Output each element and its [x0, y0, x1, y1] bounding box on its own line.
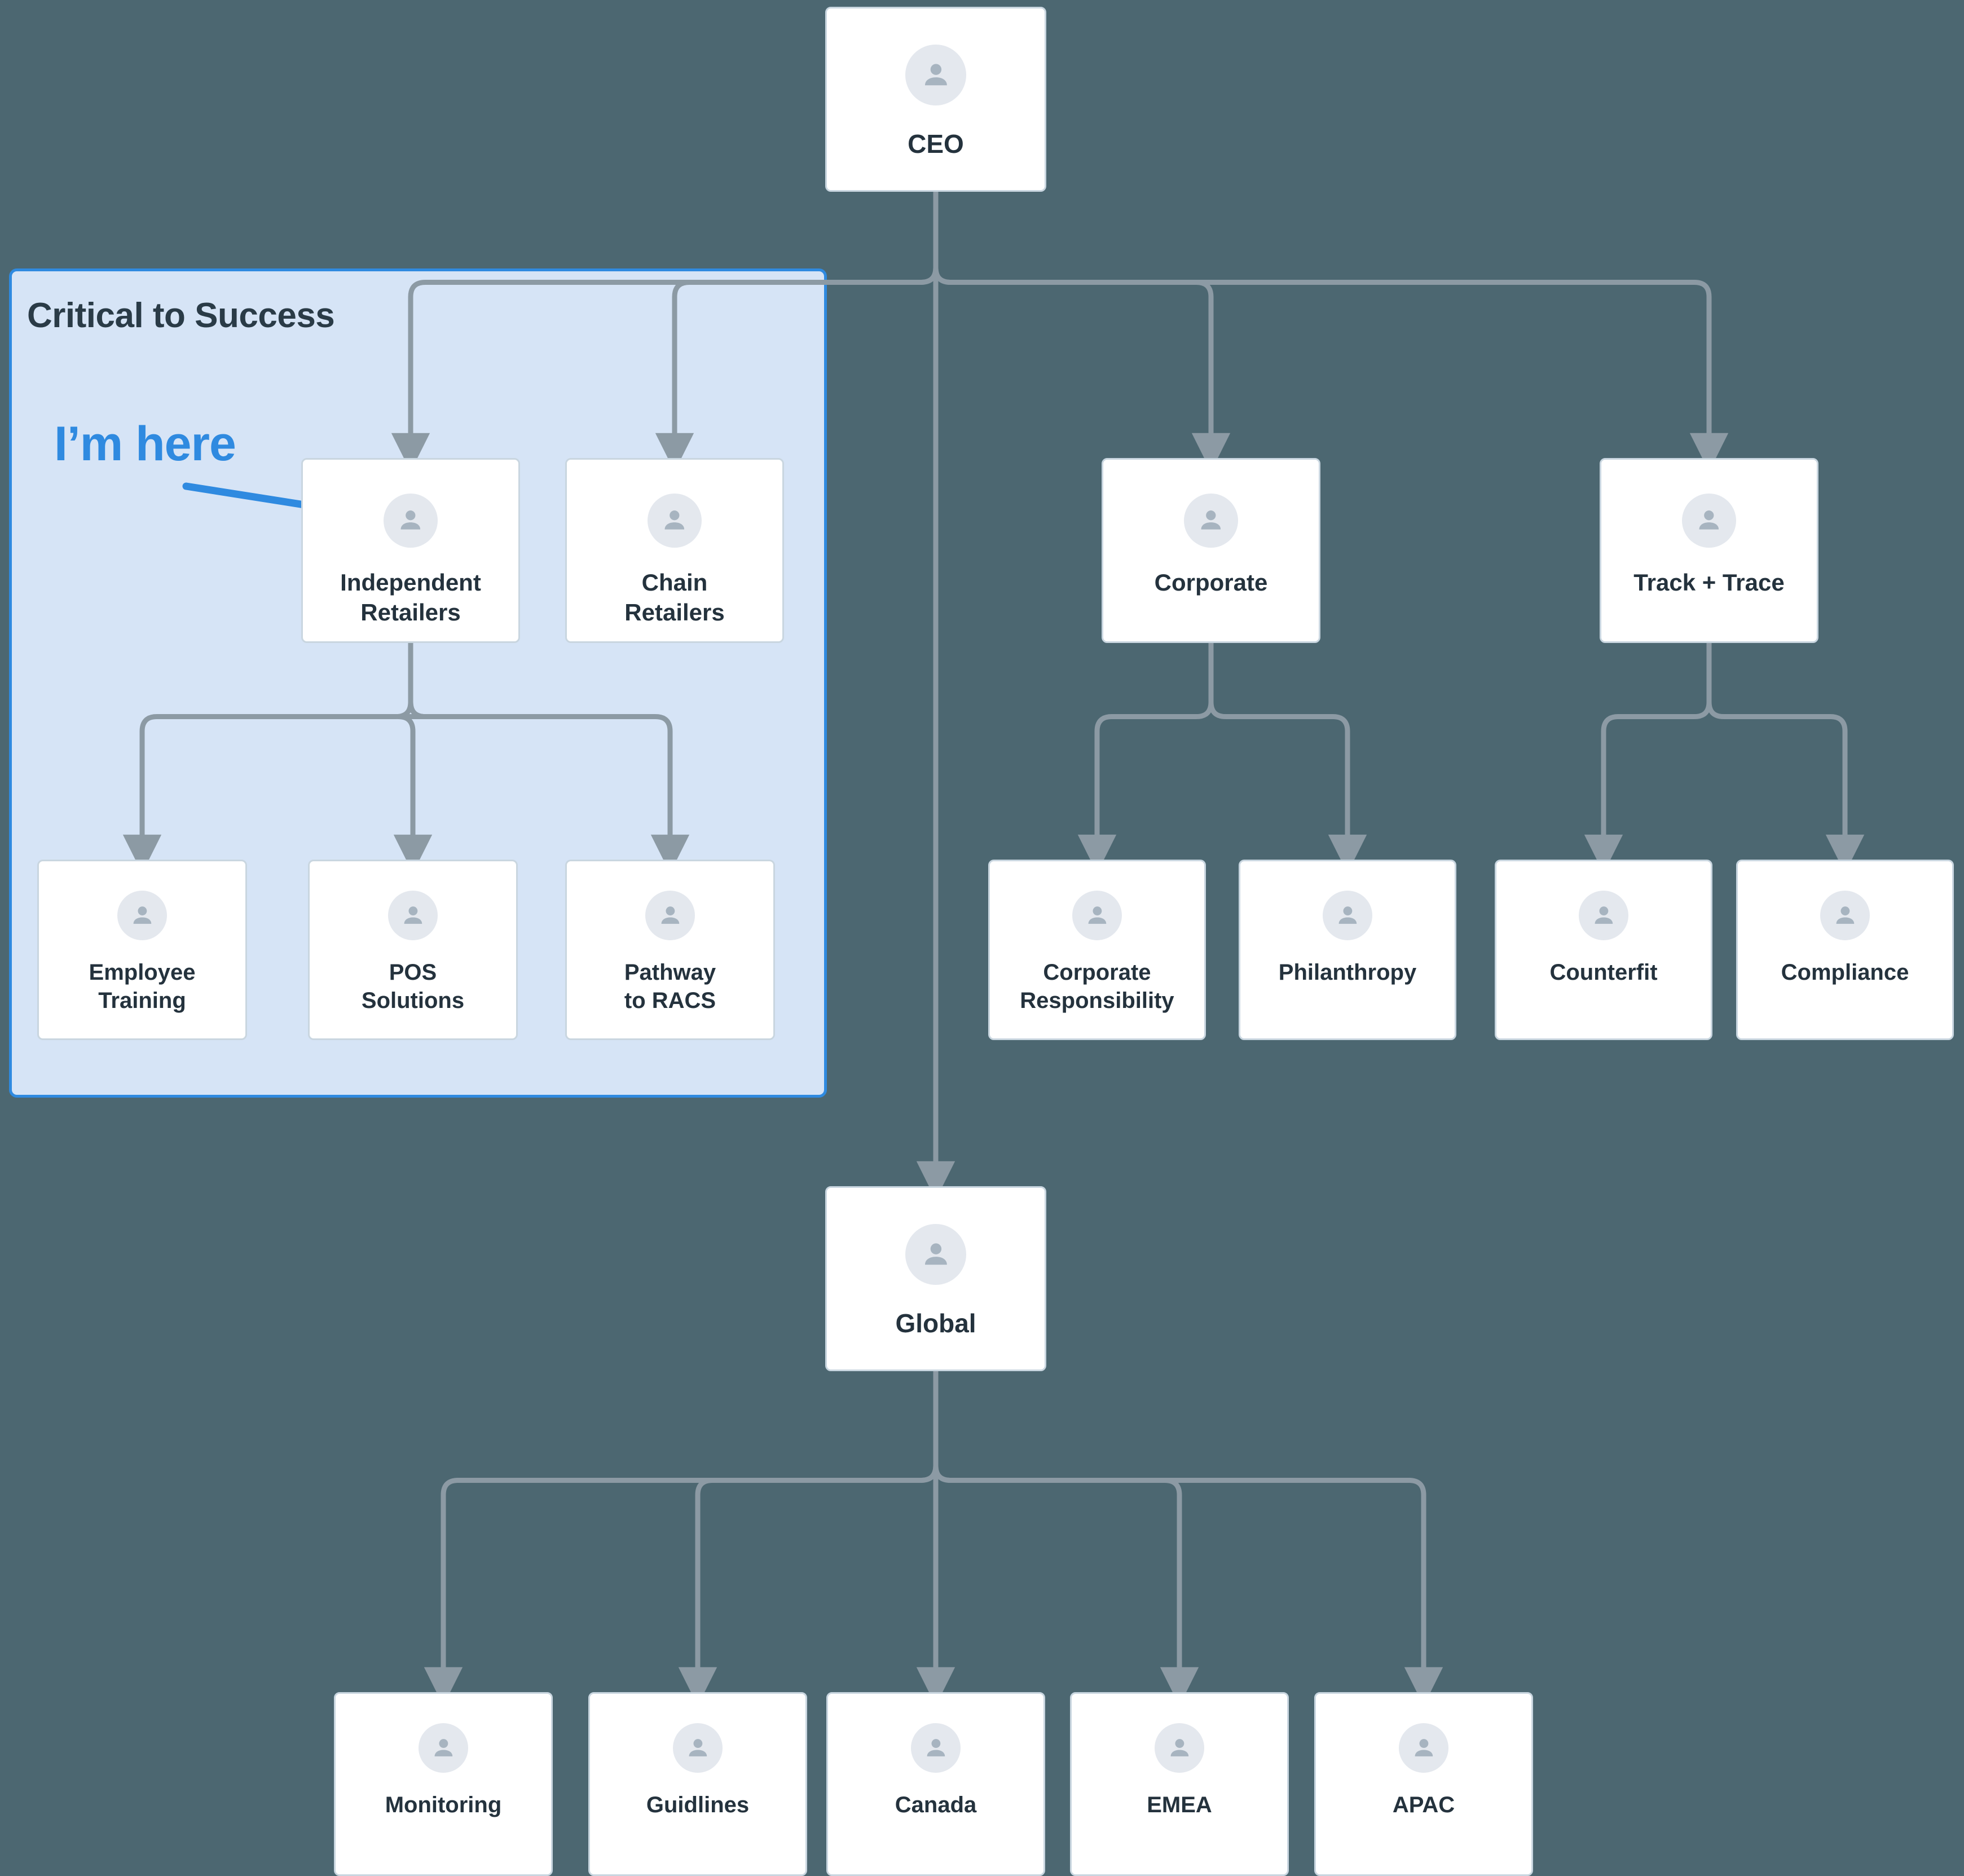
person-avatar-icon — [419, 1723, 468, 1773]
org-node-monitoring[interactable]: Monitoring — [334, 1692, 553, 1876]
connector-global-to-guidlines — [678, 1368, 939, 1706]
person-avatar-icon — [1155, 1723, 1204, 1773]
org-node-canada[interactable]: Canada — [826, 1692, 1045, 1876]
org-node-corporate-responsibility[interactable]: Corporate Responsibility — [988, 860, 1206, 1040]
org-node-label: Philanthropy — [1278, 960, 1417, 985]
org-node-label: Corporate — [1154, 569, 1268, 596]
person-avatar-icon — [117, 891, 167, 940]
person-avatar-icon — [905, 45, 966, 105]
org-node-emea[interactable]: EMEA — [1070, 1692, 1289, 1876]
org-node-label: Employee Training — [89, 960, 196, 1013]
org-node-label: APAC — [1392, 1793, 1455, 1817]
org-node-label: Pathway to RACS — [624, 960, 716, 1013]
org-node-label: Independent Retailers — [340, 569, 481, 626]
org-node-global[interactable]: Global — [825, 1186, 1046, 1371]
org-node-label: POS Solutions — [361, 960, 465, 1013]
person-avatar-icon — [673, 1723, 723, 1773]
connector-ceo-to-track-trace — [933, 189, 1729, 472]
org-node-label: Compliance — [1781, 960, 1909, 985]
org-node-label: Chain Retailers — [624, 569, 725, 626]
org-node-label: Monitoring — [385, 1793, 502, 1817]
connector-corporate-to-corporate-responsibility — [1077, 640, 1214, 874]
connector-global-to-apac — [933, 1368, 1443, 1706]
connector-corporate-to-philanthropy — [1208, 640, 1367, 874]
org-node-ceo[interactable]: CEO — [825, 7, 1046, 192]
person-avatar-icon — [911, 1723, 961, 1773]
org-node-corporate[interactable]: Corporate — [1102, 458, 1320, 643]
org-node-pathway-to-racs[interactable]: Pathway to RACS — [565, 860, 775, 1040]
org-node-label: Counterfit — [1549, 960, 1658, 985]
person-avatar-icon — [1682, 494, 1736, 548]
group-panel-title: Critical to Success — [27, 296, 335, 335]
person-avatar-icon — [388, 891, 438, 940]
org-node-counterfit[interactable]: Counterfit — [1495, 860, 1712, 1040]
person-avatar-icon — [1579, 891, 1628, 940]
connector-track-trace-to-compliance — [1706, 640, 1865, 874]
org-node-label: Guidlines — [646, 1793, 750, 1817]
org-node-employee-training[interactable]: Employee Training — [37, 860, 247, 1040]
org-node-compliance[interactable]: Compliance — [1736, 860, 1954, 1040]
connector-global-to-emea — [933, 1368, 1199, 1706]
org-node-pos-solutions[interactable]: POS Solutions — [308, 860, 518, 1040]
person-avatar-icon — [645, 891, 695, 940]
person-avatar-icon — [384, 494, 438, 548]
person-avatar-icon — [1072, 891, 1122, 940]
person-avatar-icon — [1820, 891, 1870, 940]
org-node-label: EMEA — [1147, 1793, 1212, 1817]
connector-global-to-monitoring — [424, 1368, 939, 1706]
person-avatar-icon — [1323, 891, 1372, 940]
connector-ceo-to-corporate — [933, 189, 1231, 472]
person-avatar-icon — [648, 494, 702, 548]
org-node-philanthropy[interactable]: Philanthropy — [1239, 860, 1456, 1040]
person-avatar-icon — [1184, 494, 1238, 548]
org-node-label: Corporate Responsibility — [1020, 960, 1174, 1013]
org-node-guidlines[interactable]: Guidlines — [588, 1692, 807, 1876]
connector-track-trace-to-counterfit — [1584, 640, 1712, 874]
org-node-chain-retailers[interactable]: Chain Retailers — [565, 458, 784, 643]
org-node-apac[interactable]: APAC — [1314, 1692, 1533, 1876]
person-avatar-icon — [905, 1224, 966, 1285]
org-node-label: Global — [895, 1309, 976, 1338]
person-avatar-icon — [1399, 1723, 1448, 1773]
org-node-track-trace[interactable]: Track + Trace — [1600, 458, 1818, 643]
org-node-label: Track + Trace — [1633, 569, 1785, 596]
org-node-label: CEO — [908, 129, 964, 158]
org-node-independent-retailers[interactable]: Independent Retailers — [301, 458, 520, 643]
im-here-annotation-label: I’m here — [54, 417, 236, 471]
org-node-label: Canada — [895, 1793, 977, 1817]
